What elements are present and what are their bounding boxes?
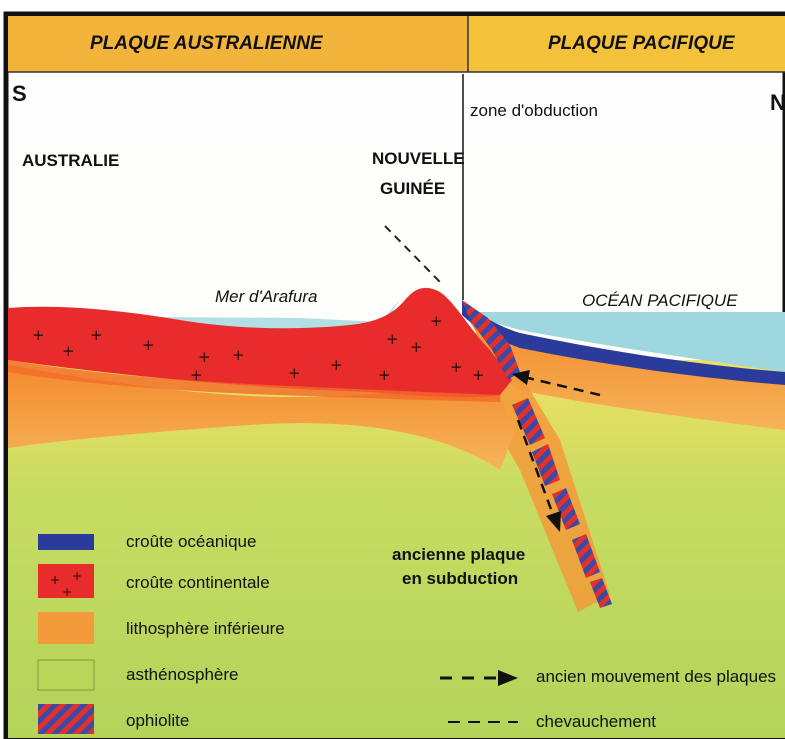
svg-text:+: + — [472, 366, 485, 384]
svg-text:+: + — [386, 330, 399, 348]
new-guinea-label-line2: GUINÉE — [380, 179, 445, 198]
svg-text:+: + — [72, 569, 82, 583]
legend-label-asthenosphere: asthénosphère — [126, 665, 238, 684]
svg-text:+: + — [378, 366, 391, 384]
legend-label-ophiolite: ophiolite — [126, 711, 189, 730]
svg-text:+: + — [142, 336, 155, 354]
legend-swatch-asthenosphere — [38, 660, 94, 690]
legend-swatch-oceanic — [38, 534, 94, 550]
plate-pacific-title: PLAQUE PACIFIQUE — [548, 33, 736, 54]
legend-label-continental: croûte continentale — [126, 573, 270, 592]
subduction-label-line1: ancienne plaque — [392, 545, 525, 564]
pacific-ocean-label: OCÉAN PACIFIQUE — [582, 291, 738, 310]
svg-text:+: + — [190, 366, 203, 384]
svg-text:+: + — [450, 358, 463, 376]
zone-obduction-label: zone d'obduction — [470, 101, 598, 120]
arafura-sea-label: Mer d'Arafura — [215, 287, 317, 306]
south-label: S — [12, 81, 27, 106]
svg-text:+: + — [62, 585, 72, 599]
australia-label: AUSTRALIE — [22, 151, 119, 170]
new-guinea-label-line1: NOUVELLE — [372, 149, 465, 168]
svg-text:+: + — [198, 348, 211, 366]
legend-label-oceanic: croûte océanique — [126, 532, 256, 551]
movement-legend-label: ancien mouvement des plaques — [536, 667, 776, 686]
svg-text:+: + — [430, 312, 443, 330]
svg-text:+: + — [32, 326, 45, 344]
legend-item-oceanic: croûte océanique — [38, 532, 256, 551]
svg-text:+: + — [62, 342, 75, 360]
north-label: N — [770, 90, 785, 115]
legend-swatch-ophiolite — [38, 704, 94, 734]
svg-text:+: + — [90, 326, 103, 344]
svg-text:+: + — [330, 356, 343, 374]
svg-text:+: + — [50, 573, 60, 587]
subduction-label-line2: en subduction — [402, 569, 518, 588]
svg-text:+: + — [232, 346, 245, 364]
thrust-legend-label: chevauchement — [536, 712, 656, 731]
legend-label-lower-lithosphere: lithosphère inférieure — [126, 619, 285, 638]
legend-swatch-lower-lithosphere — [38, 612, 94, 644]
header-bar: PLAQUE AUSTRALIENNE PLAQUE PACIFIQUE — [8, 16, 785, 72]
svg-text:+: + — [288, 364, 301, 382]
svg-text:+: + — [410, 338, 423, 356]
plate-australian-title: PLAQUE AUSTRALIENNE — [90, 33, 324, 54]
